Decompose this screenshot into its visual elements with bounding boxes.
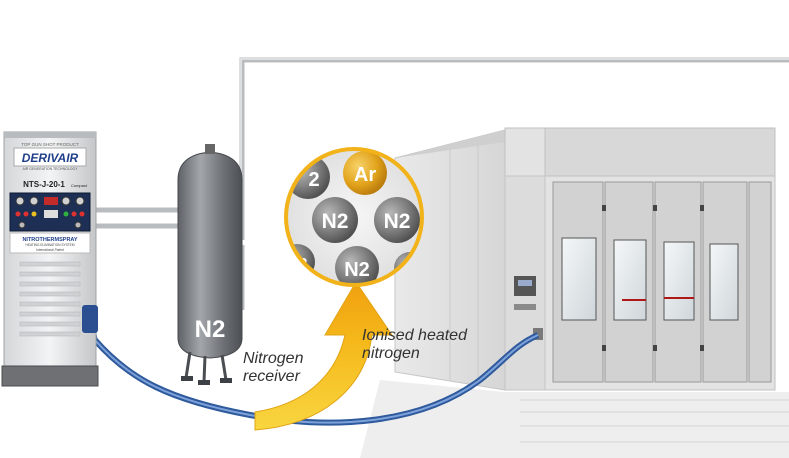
- nitrogen-receiver-tank: N2: [177, 144, 243, 385]
- ionised-nitrogen-caption-line1: Ionised heated: [362, 327, 467, 344]
- generator-logo: [13, 147, 87, 167]
- booth-inlet: [533, 328, 543, 340]
- svg-text:International Patent: International Patent: [36, 248, 64, 252]
- molecule-bubble: 2 Ar N2 N2 2 N2: [284, 147, 424, 287]
- svg-text:N2: N2: [322, 210, 349, 233]
- svg-text:Ar: Ar: [354, 164, 376, 186]
- generator-filter: [82, 305, 98, 333]
- nitrogen-receiver-caption-line2: receiver: [243, 368, 300, 385]
- svg-text:AIR GENERATION TECHNOLOGY: AIR GENERATION TECHNOLOGY: [22, 167, 78, 171]
- booth-floor: [360, 380, 789, 458]
- svg-text:DERIVAIR: DERIVAIR: [22, 151, 79, 165]
- generator-vents: [19, 261, 81, 337]
- booth-window-3: [663, 241, 695, 321]
- spray-booth: [360, 127, 789, 458]
- booth-window-4: [709, 243, 739, 321]
- molecule-argon: Ar: [343, 151, 387, 195]
- svg-text:HEATING ELIMINATION SYSTEM: HEATING ELIMINATION SYSTEM: [26, 243, 75, 247]
- bubble-ring: [284, 147, 424, 287]
- generator-gauges: [15, 196, 85, 229]
- booth-window-2: [613, 239, 647, 321]
- svg-text:2: 2: [308, 169, 319, 191]
- generator-system-name: NITROTHERMSPRAY: [22, 237, 77, 243]
- nitrogen-generator: TOP GUN SHOT PRODUCT DERIVAIR AIR GENERA…: [1, 131, 99, 387]
- molecule-n2-partial-left: 2: [286, 244, 315, 280]
- generator-model: NTS-J-20-1: [23, 180, 65, 189]
- generator-top-plate: TOP GUN SHOT PRODUCT: [21, 142, 79, 147]
- nitrogen-receiver-caption: Nitrogen receiver: [243, 350, 303, 386]
- molecule-n2-3: N2: [335, 246, 379, 285]
- booth-header: [544, 127, 776, 177]
- nitrogen-receiver-caption-line1: Nitrogen: [243, 350, 304, 367]
- molecule-n2-2: N2: [374, 197, 420, 243]
- molecule-n2-1: N2: [312, 197, 358, 243]
- generator-base: [1, 365, 99, 387]
- svg-text:N2: N2: [384, 210, 411, 233]
- flow-arrow: [254, 281, 393, 431]
- tank-n2-label: N2: [195, 316, 226, 343]
- svg-text:Compact: Compact: [71, 183, 88, 188]
- booth-doors: [552, 181, 772, 383]
- ionised-nitrogen-caption-line2: nitrogen: [362, 345, 420, 362]
- svg-text:N2: N2: [344, 259, 370, 281]
- ionised-nitrogen-caption: Ionised heated nitrogen: [362, 327, 467, 363]
- booth-window-1: [561, 237, 597, 321]
